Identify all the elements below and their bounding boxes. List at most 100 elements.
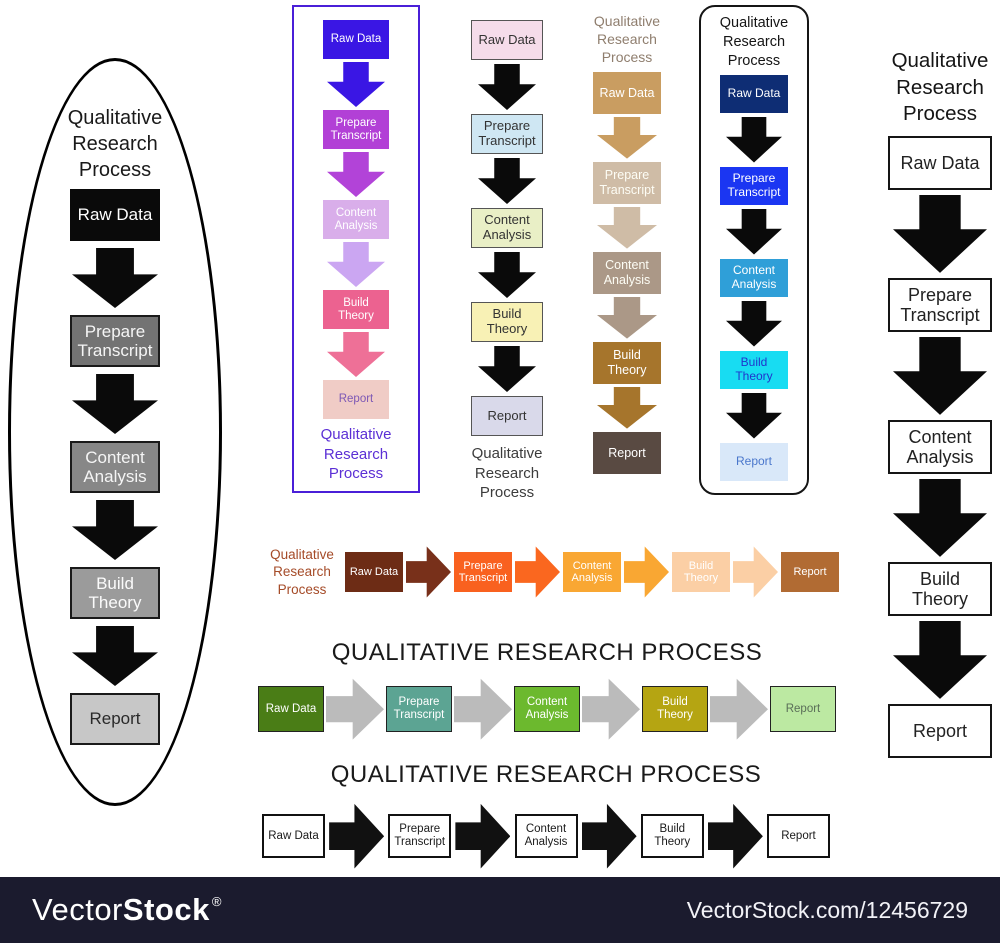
flowchart-blue-rounded-frame-title: Qualitative Research Process xyxy=(719,15,789,69)
registered-trademark-icon: ® xyxy=(211,894,222,909)
arrow-right-icon xyxy=(406,546,451,598)
step-box-prepare-transcript: Prepare Transcript xyxy=(471,114,543,154)
arrow-down-icon xyxy=(478,252,536,298)
logo-vector-text: Vector xyxy=(32,892,123,927)
step-box-build-theory: Build Theory xyxy=(720,350,788,389)
arrow-down-icon xyxy=(726,208,782,255)
arrow-down-icon xyxy=(893,478,987,557)
arrow-down-icon xyxy=(726,300,782,347)
step-box-raw-data: Raw Data xyxy=(258,686,324,733)
arrow-down-icon xyxy=(726,116,782,163)
vectorstock-watermark-bar: VectorStock® VectorStock.com/12456729 xyxy=(0,877,1000,943)
step-box-prepare-transcript: Prepare Transcript xyxy=(888,277,992,332)
arrow-down-icon xyxy=(597,116,657,159)
step-box-prepare-transcript: Prepare Transcript xyxy=(593,161,661,204)
step-box-build-theory: Build Theory xyxy=(642,686,708,733)
step-box-build-theory: Build Theory xyxy=(323,290,389,329)
step-box-build-theory: Build Theory xyxy=(471,302,543,342)
arrow-right-icon xyxy=(624,546,669,598)
flowchart-grayscale-ellipse-title: Qualitative Research Process xyxy=(67,107,163,181)
arrow-down-icon xyxy=(893,336,987,415)
flowchart-tan-title: Qualitative Research Process xyxy=(593,13,661,66)
vectorstock-logo: VectorStock® xyxy=(32,892,222,928)
arrow-down-icon xyxy=(478,158,536,204)
arrow-down-icon xyxy=(597,296,657,339)
step-box-content-analysis: Content Analysis xyxy=(514,686,580,733)
flowchart-violet-framed-title: Qualitative Research Process xyxy=(320,426,392,482)
flowchart-blackwhite-horizontal-title: QUALITATIVE RESEARCH PROCESS xyxy=(330,761,762,788)
flowchart-brown-horizontal-steps: Raw Data Prepare Transcript Content Analys… xyxy=(345,546,839,598)
step-box-raw-data: Raw Data xyxy=(888,135,992,190)
arrow-down-icon xyxy=(327,62,385,107)
image-attribution-url: VectorStock.com/12456729 xyxy=(686,896,968,923)
step-box-build-theory: Build Theory xyxy=(672,552,730,592)
arrow-down-icon xyxy=(72,626,158,686)
step-box-report: Report xyxy=(471,396,543,436)
step-box-raw-data: Raw Data xyxy=(720,74,788,113)
arrow-right-icon xyxy=(733,546,778,598)
flowchart-outline-column-title: Qualitative Research Process xyxy=(891,49,989,126)
step-box-raw-data: Raw Data xyxy=(345,552,403,592)
arrow-down-icon xyxy=(327,152,385,197)
flowchart-brown-horizontal-title: Qualitative Research Process xyxy=(270,546,334,597)
step-box-raw-data: Raw Data xyxy=(70,189,160,241)
step-box-content-analysis: Content Analysis xyxy=(563,552,621,592)
step-box-raw-data: Raw Data xyxy=(262,814,325,859)
step-box-build-theory: Build Theory xyxy=(70,567,160,619)
step-box-prepare-transcript: Prepare Transcript xyxy=(454,552,512,592)
step-box-raw-data: Raw Data xyxy=(593,71,661,114)
arrow-down-icon xyxy=(72,374,158,434)
step-box-report: Report xyxy=(770,686,836,733)
arrow-down-icon xyxy=(72,500,158,560)
step-box-report: Report xyxy=(720,442,788,481)
arrow-right-icon xyxy=(582,678,640,740)
arrow-right-icon xyxy=(710,678,768,740)
arrow-right-icon xyxy=(707,803,763,869)
arrow-right-icon xyxy=(515,546,560,598)
step-box-report: Report xyxy=(781,552,839,592)
arrow-down-icon xyxy=(893,620,987,699)
step-box-raw-data: Raw Data xyxy=(471,20,543,60)
arrow-right-icon xyxy=(329,803,385,869)
step-box-prepare-transcript: Prepare Transcript xyxy=(388,814,452,859)
step-box-prepare-transcript: Prepare Transcript xyxy=(70,315,160,367)
arrow-down-icon xyxy=(893,194,987,273)
flowchart-green-horizontal-title: QUALITATIVE RESEARCH PROCESS xyxy=(331,639,763,666)
arrow-right-icon xyxy=(454,678,512,740)
step-box-content-analysis: Content Analysis xyxy=(514,814,578,859)
arrow-right-icon xyxy=(326,678,384,740)
arrow-right-icon xyxy=(581,803,637,869)
step-box-content-analysis: Content Analysis xyxy=(888,419,992,474)
step-box-prepare-transcript: Prepare Transcript xyxy=(720,166,788,205)
step-box-prepare-transcript: Prepare Transcript xyxy=(386,686,452,733)
arrow-down-icon xyxy=(478,64,536,110)
arrow-down-icon xyxy=(327,332,385,377)
arrow-down-icon xyxy=(597,206,657,249)
logo-stock-text: Stock xyxy=(122,892,210,927)
step-box-build-theory: Build Theory xyxy=(593,341,661,384)
step-box-report: Report xyxy=(323,380,389,419)
step-box-build-theory: Build Theory xyxy=(640,814,704,859)
flowchart-green-horizontal-steps: Raw Data Prepare Transcript Content Analys… xyxy=(258,678,836,740)
step-box-report: Report xyxy=(70,693,160,745)
step-box-content-analysis: Content Analysis xyxy=(70,441,160,493)
flowchart-blackwhite-horizontal-steps: Raw Data Prepare Transcript Content Analys… xyxy=(262,803,830,869)
step-box-report: Report xyxy=(767,814,830,859)
step-box-raw-data: Raw Data xyxy=(323,20,389,59)
arrow-down-icon xyxy=(726,392,782,439)
arrow-down-icon xyxy=(597,386,657,429)
arrow-right-icon xyxy=(455,803,511,869)
arrow-down-icon xyxy=(478,346,536,392)
step-box-report: Report xyxy=(888,703,992,758)
step-box-content-analysis: Content Analysis xyxy=(323,200,389,239)
step-box-build-theory: Build Theory xyxy=(888,561,992,616)
